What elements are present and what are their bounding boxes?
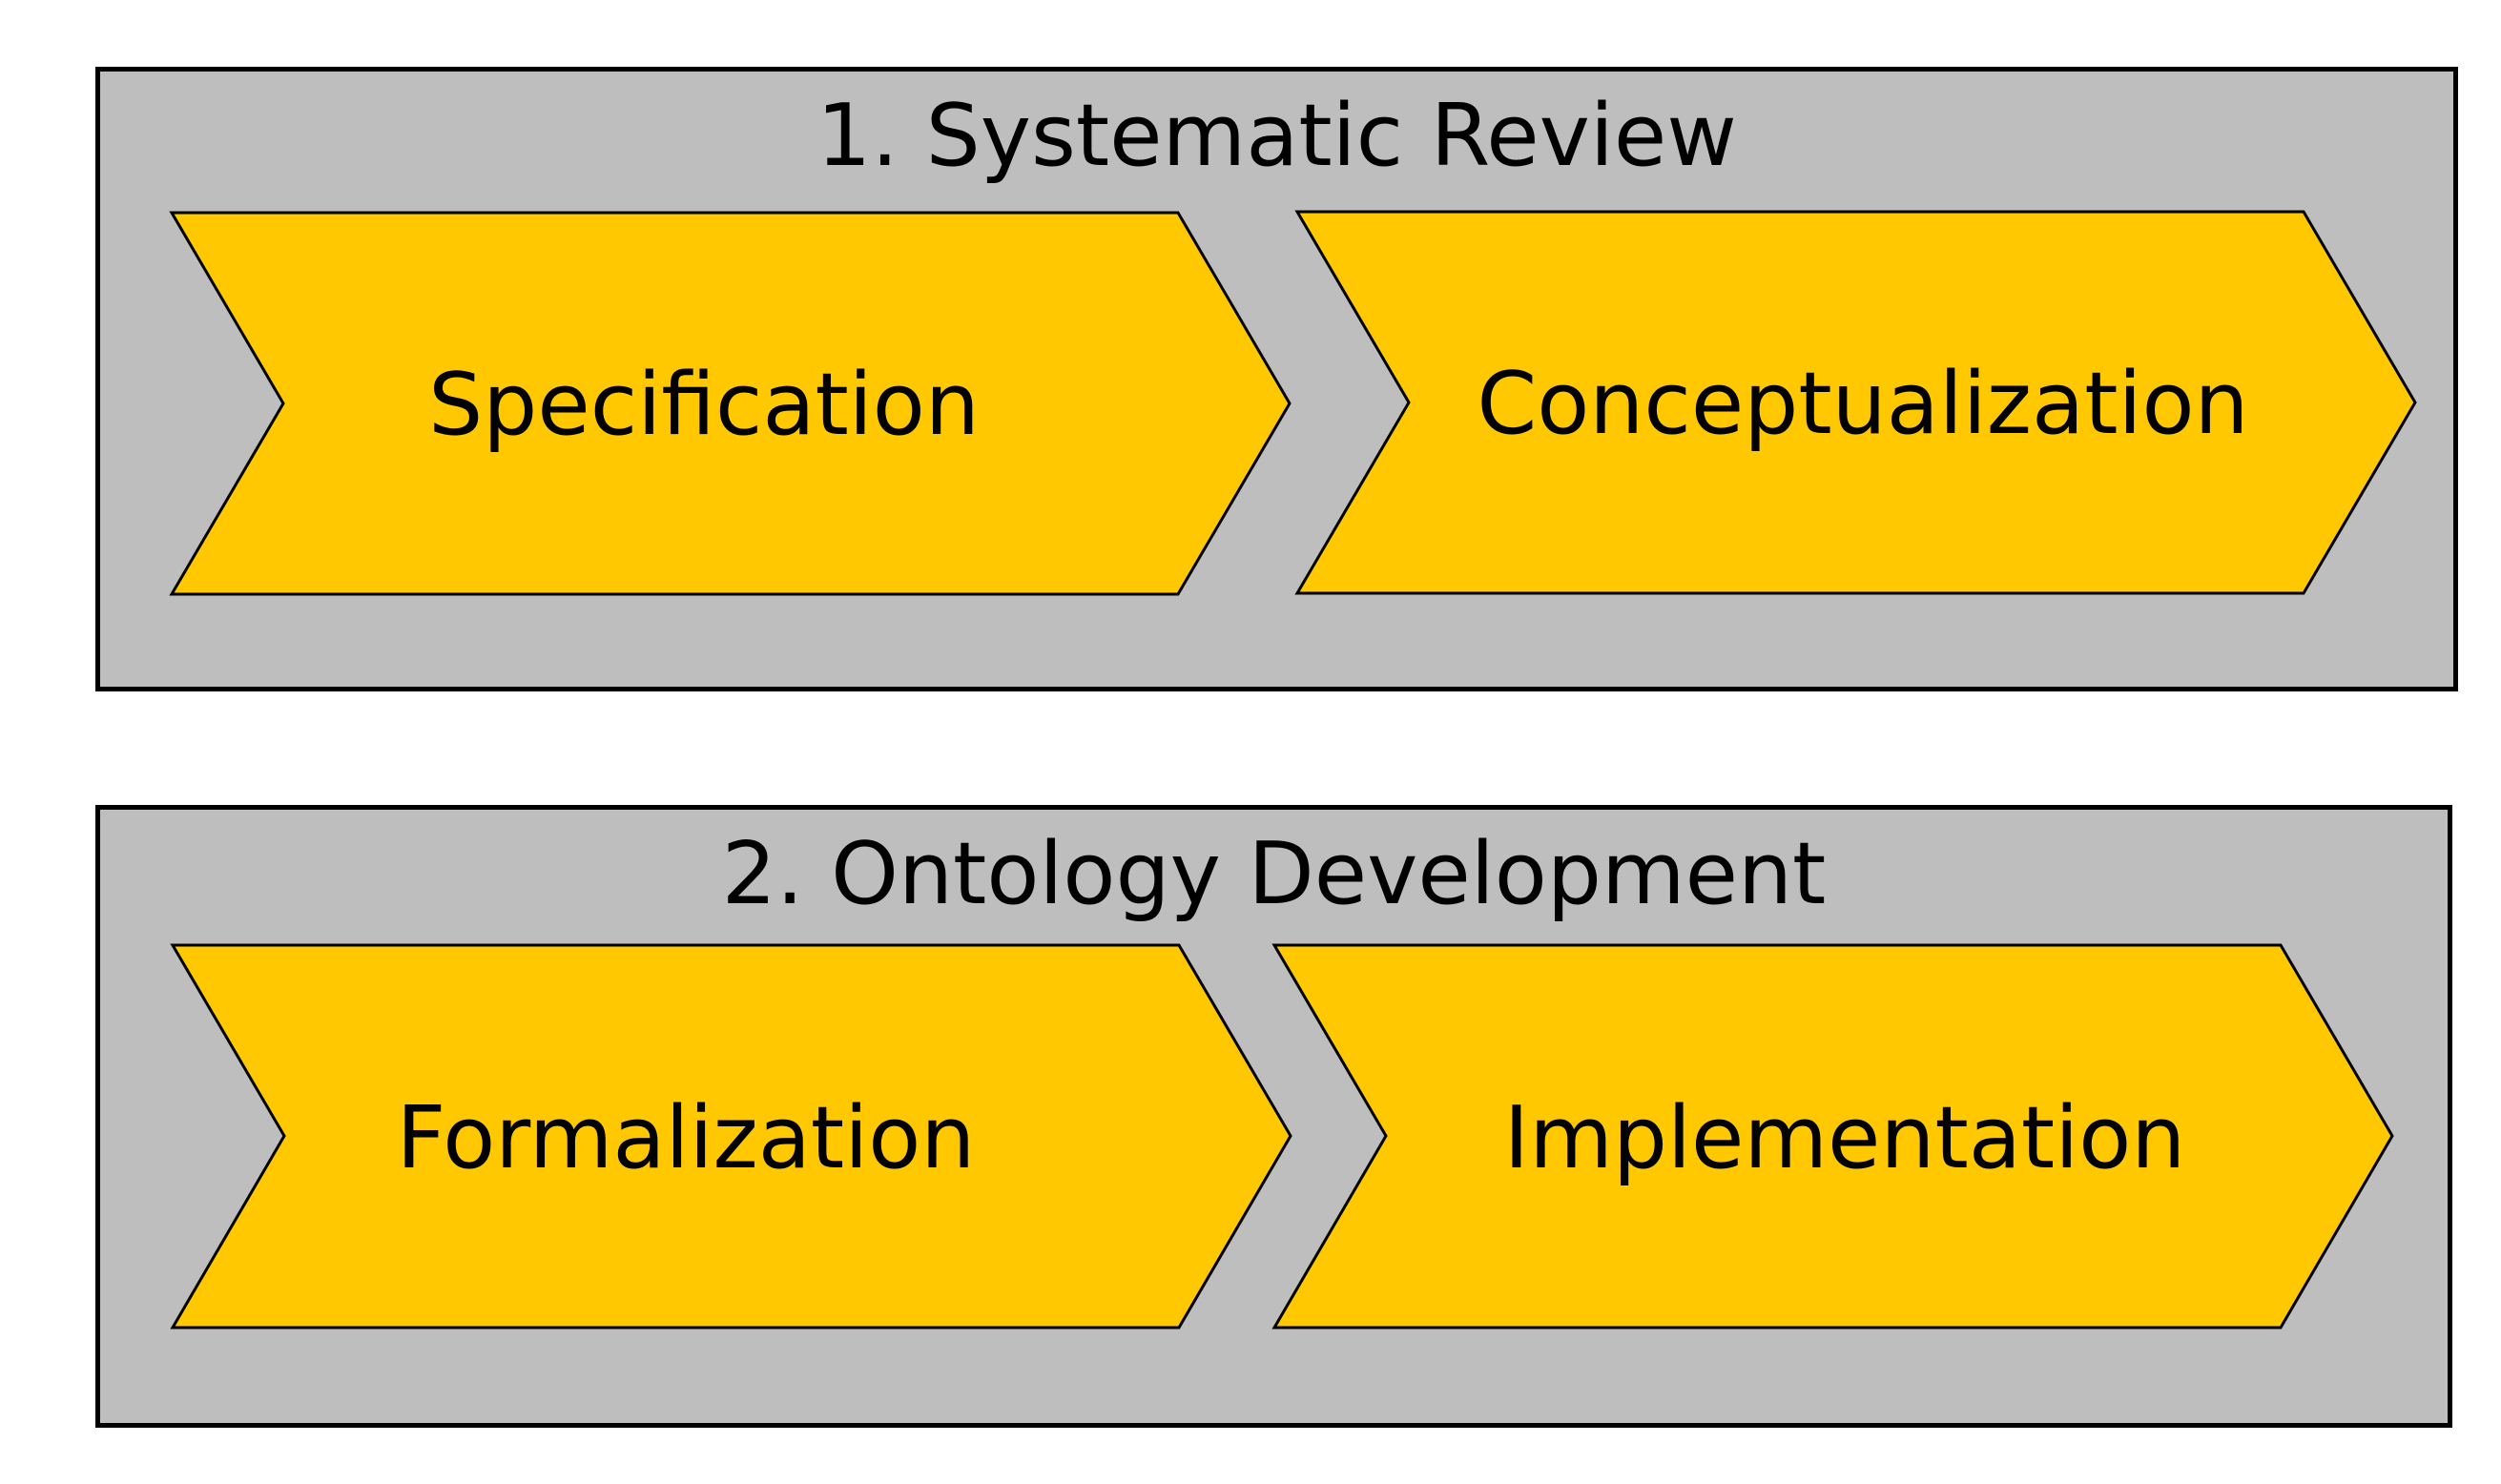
chevron-implementation: Implementation xyxy=(1271,943,2394,1329)
panel-title-ontology-development: 2. Ontology Development xyxy=(721,824,1827,924)
panel-systematic-review: 1. Systematic Review Specification Conce… xyxy=(95,67,2458,691)
chevron-label-conceptualization: Conceptualization xyxy=(1477,354,2248,454)
chevron-label-formalization: Formalization xyxy=(397,1088,976,1188)
chevron-shape xyxy=(1294,210,2417,595)
chevron-formalization: Formalization xyxy=(170,943,1292,1329)
panel-ontology-development: 2. Ontology Development Formalization Im… xyxy=(95,805,2452,1428)
chevron-label-implementation: Implementation xyxy=(1504,1088,2186,1188)
chevron-shape xyxy=(170,943,1292,1329)
chevron-conceptualization: Conceptualization xyxy=(1294,210,2417,595)
chevron-specification: Specification xyxy=(169,211,1292,596)
chevron-shape xyxy=(169,211,1292,596)
chevron-shape xyxy=(1271,943,2394,1329)
chevron-label-specification: Specification xyxy=(428,355,980,455)
panel-title-systematic-review: 1. Systematic Review xyxy=(816,86,1737,186)
